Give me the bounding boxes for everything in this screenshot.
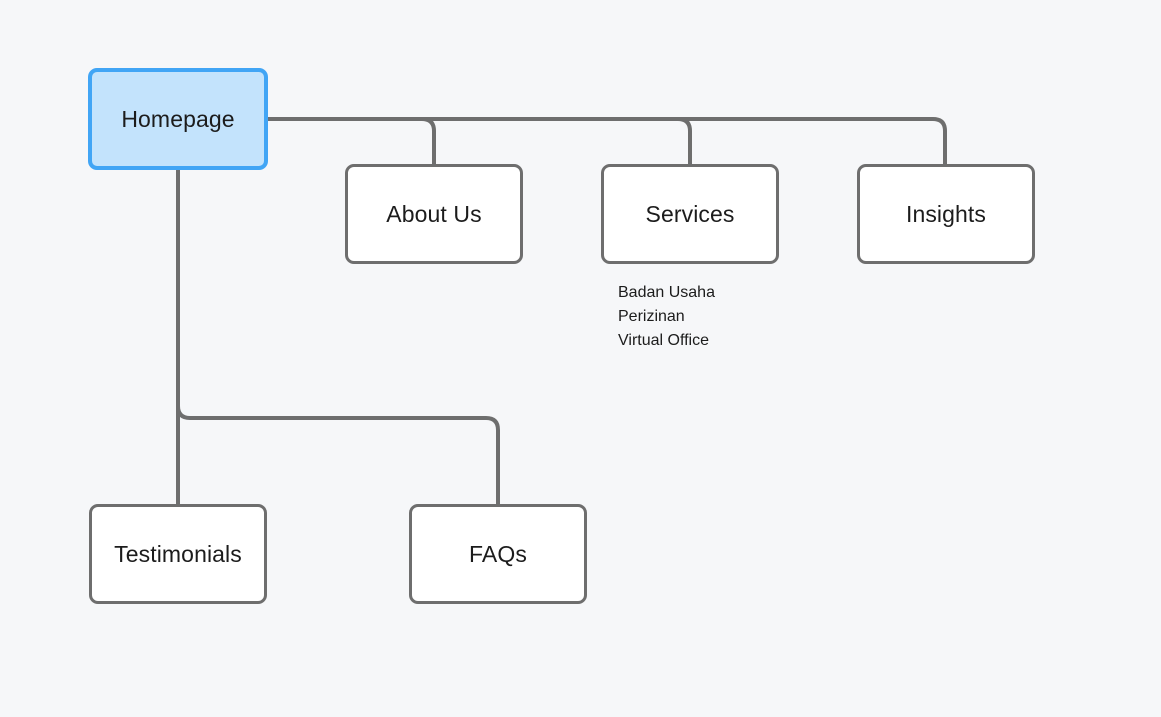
node-testimonials-label: Testimonials (114, 540, 242, 567)
node-about-us-label: About Us (386, 200, 482, 227)
node-about-us[interactable]: About Us (345, 164, 523, 264)
node-faqs-label: FAQs (469, 540, 527, 567)
node-services-label: Services (645, 200, 735, 227)
node-insights-label: Insights (905, 200, 987, 227)
node-testimonials[interactable]: Testimonials (89, 504, 267, 604)
node-homepage[interactable]: Homepage (88, 68, 268, 170)
connector-homepage-to-about-us (266, 117, 436, 167)
services-subitem-list: Badan Usaha Perizinan Virtual Office (618, 281, 715, 353)
services-subitem-virtual-office[interactable]: Virtual Office (618, 332, 710, 349)
services-subitem-badan-usaha[interactable]: Badan Usaha (618, 284, 715, 301)
node-faqs[interactable]: FAQs (409, 504, 587, 604)
connector-homepage-to-services (266, 117, 692, 167)
connector-homepage-to-faqs (176, 404, 500, 507)
node-services[interactable]: Services (601, 164, 779, 264)
services-subitem-perizinan[interactable]: Perizinan (618, 308, 685, 325)
node-insights[interactable]: Insights (857, 164, 1035, 264)
node-homepage-label: Homepage (121, 105, 235, 132)
connector-homepage-to-insights (266, 117, 947, 167)
